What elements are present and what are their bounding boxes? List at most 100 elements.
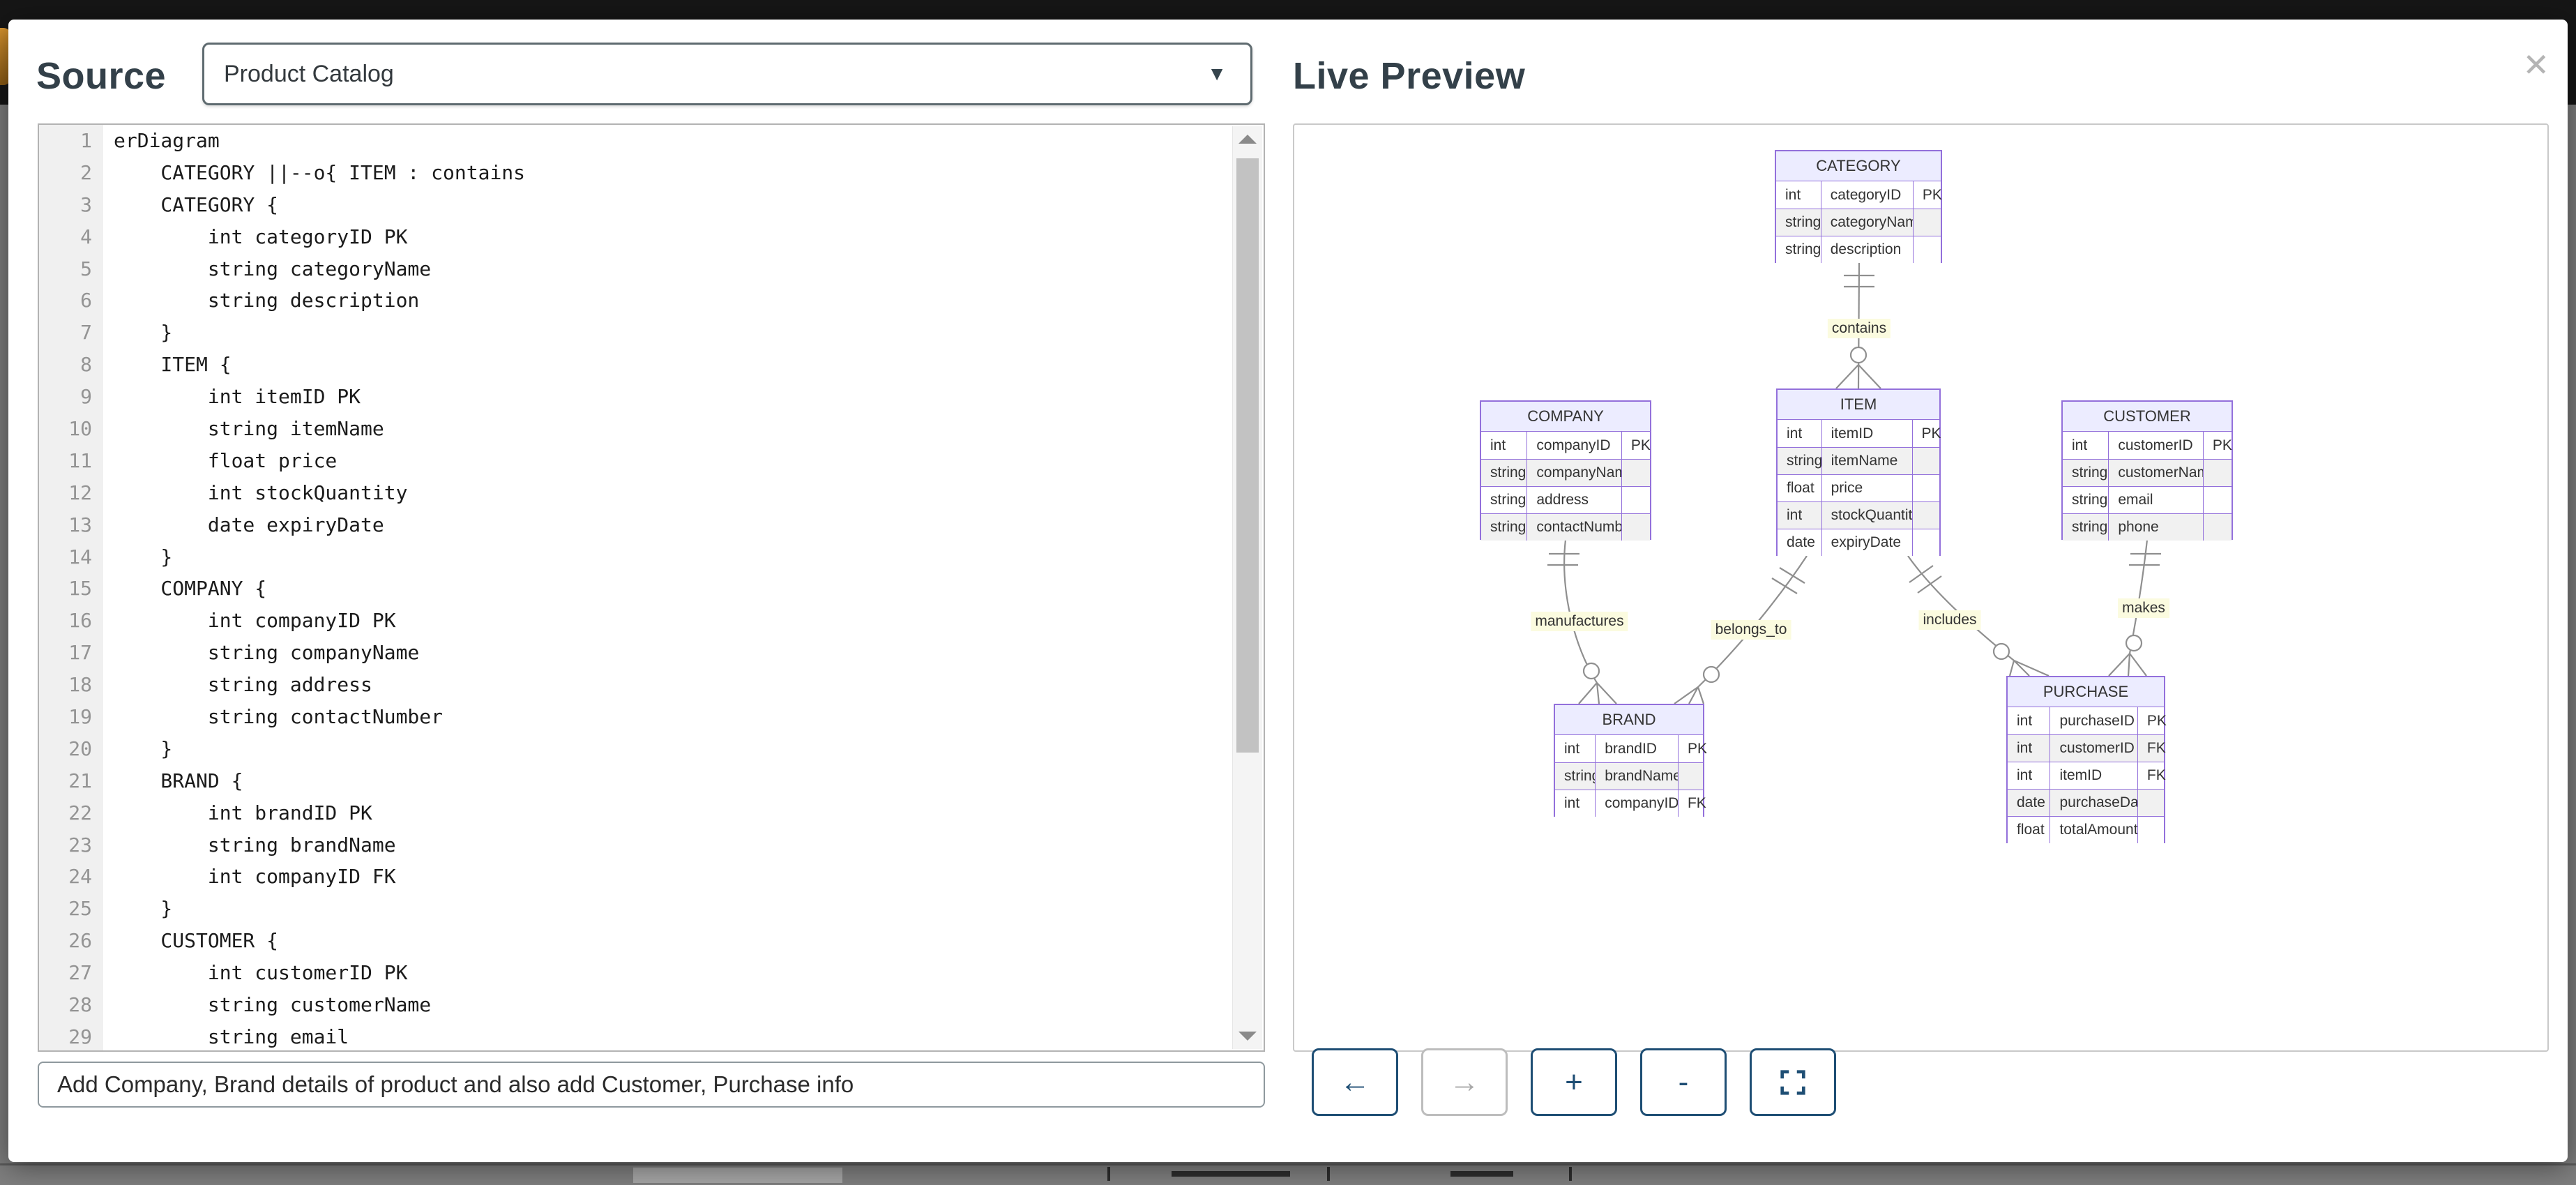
attribute-key (1911, 529, 1939, 556)
code-text: string itemName (114, 417, 384, 441)
source-select[interactable]: Product Catalog ▼ (202, 43, 1252, 105)
line-number: 1 (39, 125, 103, 157)
attribute-attr: itemID (1821, 420, 1912, 447)
attribute-attr: brandName (1595, 762, 1681, 790)
attribute-key (1912, 236, 1941, 263)
code-text: string address (114, 673, 372, 697)
scrollbar-up-icon[interactable] (1238, 135, 1257, 144)
line-number: 12 (39, 476, 103, 509)
attribute-type: int (1555, 790, 1596, 817)
relationship-lines (1547, 262, 2161, 704)
code-line: 12 int stockQuantity (39, 476, 1264, 509)
background-remnant (1450, 1171, 1513, 1177)
attribute-type: string (1776, 209, 1821, 236)
attribute-attr: description (1820, 236, 1913, 263)
entity-name: CATEGORY (1776, 151, 1941, 181)
attribute-key (2202, 513, 2232, 541)
attribute-type: float (2008, 816, 2050, 843)
code-line: 28 string customerName (39, 989, 1264, 1021)
line-number: 21 (39, 764, 103, 797)
code-text: string categoryName (114, 257, 432, 280)
code-text: string email (114, 1025, 349, 1048)
code-line: 16 int companyID PK (39, 605, 1264, 637)
relationship-belongs-to (1674, 555, 1808, 704)
attribute-attr: customerID (2108, 432, 2203, 459)
code-text: int itemID PK (114, 385, 361, 409)
code-line: 7 } (39, 317, 1264, 349)
line-number: 19 (39, 701, 103, 733)
zoom-out-button[interactable]: - (1640, 1048, 1727, 1116)
relationship-label-includes: includes (1918, 610, 1981, 630)
attribute-type: string (1481, 486, 1527, 513)
fullscreen-button[interactable] (1750, 1048, 1836, 1116)
scrollbar-down-icon[interactable] (1238, 1032, 1257, 1041)
attribute-type: int (1778, 501, 1821, 529)
attribute-attr: customerID (2050, 734, 2137, 762)
attribute-key (1621, 459, 1650, 486)
line-number: 14 (39, 541, 103, 573)
code-text: ITEM { (114, 353, 232, 377)
code-text: } (114, 737, 173, 760)
zoom-in-button[interactable]: + (1531, 1048, 1617, 1116)
background-remnant (1107, 1167, 1110, 1181)
attribute-type: date (2008, 789, 2050, 816)
code-line: 26 CUSTOMER { (39, 925, 1264, 958)
attribute-type: int (1778, 420, 1821, 447)
attribute-key: PK (2137, 707, 2167, 734)
prompt-input[interactable] (38, 1062, 1265, 1108)
attribute-attr: address (1526, 486, 1621, 513)
code-text: int categoryID PK (114, 225, 408, 248)
attribute-attr: price (1821, 474, 1912, 501)
editor-scrollbar[interactable] (1232, 126, 1262, 1049)
scrollbar-thumb[interactable] (1236, 158, 1259, 753)
fullscreen-icon (1780, 1069, 1805, 1095)
attribute-key (1911, 447, 1939, 474)
back-button[interactable]: ← (1312, 1048, 1398, 1116)
code-text: int stockQuantity (114, 481, 408, 504)
attribute-key (1621, 513, 1650, 541)
attribute-attr: email (2108, 486, 2203, 513)
relationship-makes (2108, 539, 2161, 677)
code-line: 21 BRAND { (39, 764, 1264, 797)
source-heading: Source (36, 55, 167, 97)
attribute-key: FK (2137, 734, 2166, 762)
attribute-type: string (1555, 762, 1600, 790)
line-number: 5 (39, 252, 103, 285)
attribute-key: FK (2137, 762, 2166, 789)
attribute-type: string (1481, 459, 1527, 486)
attribute-key (1677, 762, 1703, 790)
code-text: COMPANY { (114, 577, 267, 601)
code-text: erDiagram (114, 129, 220, 152)
attribute-attr: phone (2108, 513, 2203, 541)
forward-button[interactable]: → (1421, 1048, 1508, 1116)
code-line: 6 string description (39, 285, 1264, 317)
attribute-type: string (1778, 447, 1822, 474)
code-text: CUSTOMER { (114, 929, 279, 953)
line-number: 22 (39, 797, 103, 829)
close-icon[interactable]: ✕ (2522, 46, 2550, 84)
code-line: 13 date expiryDate (39, 508, 1264, 541)
background-remnant (1569, 1167, 1572, 1181)
code-line: 25 } (39, 893, 1264, 926)
code-line: 22 int brandID PK (39, 797, 1264, 829)
line-number: 27 (39, 957, 103, 990)
attribute-key (1911, 501, 1939, 529)
attribute-attr: itemID (2050, 762, 2137, 789)
code-text: } (114, 545, 173, 568)
code-text: int companyID FK (114, 865, 396, 889)
code-text: int brandID PK (114, 801, 372, 824)
